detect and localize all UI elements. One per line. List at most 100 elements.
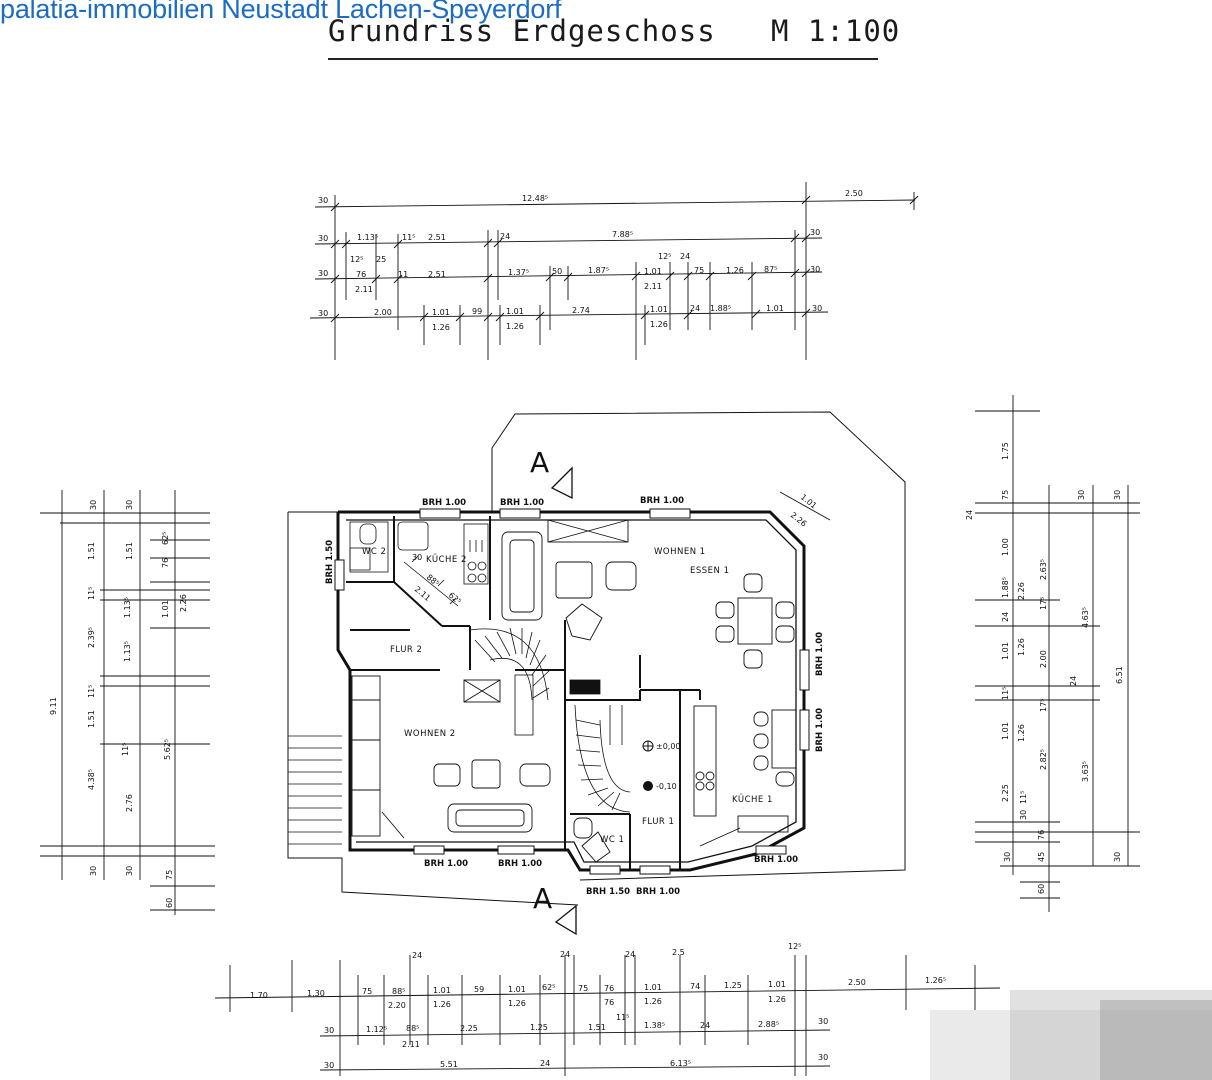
dim-label: 88⁵ — [392, 987, 405, 996]
dim-label: 25 — [376, 255, 386, 264]
dim-label: 59 — [474, 985, 484, 994]
dim-label: 1.00 — [1001, 538, 1010, 556]
brh-label: BRH 1.00 — [424, 859, 468, 869]
dim-label: 30 — [89, 866, 98, 876]
dim-label: 30 — [89, 500, 98, 510]
dim-label: 62⁵ — [447, 591, 463, 607]
section-label: A — [530, 446, 549, 479]
brh-label: BRH 1.00 — [754, 855, 798, 865]
watermark-text: palatia-immobilien Neustadt Lachen-Speye… — [0, 0, 562, 24]
dim-label: 3.63⁵ — [1081, 761, 1090, 782]
dim-label: 2.00 — [374, 308, 392, 317]
dim-label: 1.26 — [506, 322, 524, 331]
dim-label: 1.26⁵ — [925, 976, 946, 985]
dim-label: 11⁵ — [1001, 687, 1010, 700]
level-ground: ±0,00 — [656, 742, 681, 751]
dim-label: 1.01 — [432, 308, 450, 317]
top-dimension-labels: 30 12.48⁵ 2.50 30 1.13⁵ 11⁵ 2.51 24 7.88… — [318, 189, 863, 332]
dim-label: 30 — [324, 1026, 334, 1035]
dim-label: 1.01 — [768, 980, 786, 989]
dim-label: 24 — [625, 950, 635, 959]
brh-label: BRH 1.00 — [500, 498, 544, 508]
dim-label: 1.87⁵ — [588, 266, 609, 275]
dim-label: 1.01 — [433, 986, 451, 995]
dim-label: 1.88⁵ — [710, 304, 731, 313]
dim-label: 2.88⁵ — [758, 1020, 779, 1029]
dim-label: 30 — [412, 553, 422, 562]
dim-label: 45 — [1037, 852, 1046, 862]
kueche1-fixtures — [693, 705, 797, 847]
brh-label: BRH 1.00 — [422, 498, 466, 508]
dim-label: 2.11 — [644, 282, 662, 291]
dim-label: 2.51 — [428, 270, 446, 279]
dim-label: 1.75 — [1001, 442, 1010, 460]
dim-label: 1.26 — [508, 999, 526, 1008]
dim-label: 1.70 — [250, 991, 268, 1000]
dim-label: 24 — [540, 1059, 550, 1068]
dim-label: 1.12⁵ — [366, 1025, 387, 1034]
dim-label: 60 — [1037, 884, 1046, 894]
outer-walls-inner-line — [346, 519, 797, 863]
dim-label: 1.38⁵ — [644, 1021, 665, 1030]
dim-label: 30 — [318, 309, 328, 318]
staircase-upper — [469, 627, 551, 736]
dim-label: 2.20 — [388, 1001, 406, 1010]
dim-label: 2.50 — [848, 978, 866, 987]
room-label-wc1: WC 1 — [600, 835, 624, 845]
dim-label: 30 — [1019, 810, 1028, 820]
dim-label: 2.11 — [413, 585, 432, 603]
dim-label: 1.26 — [644, 997, 662, 1006]
dim-label: 1.25 — [530, 1023, 548, 1032]
dim-label: 87⁵ — [764, 265, 777, 274]
room-label-essen1: ESSEN 1 — [690, 566, 730, 576]
dim-label: 30 — [318, 234, 328, 243]
dim-label: 1.13⁵ — [123, 641, 132, 662]
brh-label: BRH 1.50 — [586, 887, 630, 897]
dim-label: 1.01 — [1001, 642, 1010, 660]
dim-label: 1.01 — [508, 985, 526, 994]
dim-label: 30 — [810, 265, 820, 274]
brh-labels: BRH 1.00 BRH 1.00 BRH 1.00 BRH 1.50 BRH … — [325, 496, 825, 897]
room-label-kueche2: KÜCHE 2 — [426, 554, 467, 565]
room-label-flur2: FLUR 2 — [390, 645, 422, 655]
dim-label: 30 — [318, 196, 328, 205]
scan-noise — [930, 990, 1212, 1080]
dim-label: 1.30 — [307, 989, 325, 998]
dim-label: 76 — [356, 270, 366, 279]
dim-label: 24 — [412, 951, 422, 960]
wc2-fixtures — [349, 521, 389, 573]
dim-label: 75 — [362, 987, 372, 996]
dim-label: 99 — [472, 307, 482, 316]
dim-label: 1.51 — [87, 542, 96, 560]
outer-walls — [336, 510, 806, 872]
dim-label: 2.26 — [789, 510, 809, 528]
dim-label: 12.48⁵ — [522, 194, 548, 203]
dim-label: 76 — [604, 984, 614, 993]
dim-label: 88⁵ — [406, 1024, 419, 1033]
dim-label: 2.11 — [402, 1040, 420, 1049]
dim-label: 30 — [818, 1053, 828, 1062]
room-label-wohnen1: WOHNEN 1 — [654, 547, 706, 557]
dim-label: 24 — [500, 232, 510, 241]
dim-label: 2.51 — [428, 233, 446, 242]
dim-label: 1.13⁵ — [123, 597, 132, 618]
brh-label: BRH 1.00 — [815, 632, 825, 676]
dim-label: 76 — [1037, 830, 1046, 840]
dim-label: 2.5 — [672, 948, 685, 957]
dim-label: 1.01 — [650, 305, 668, 314]
dim-label: 62⁵ — [161, 532, 170, 545]
dim-label: 2.74 — [572, 306, 590, 315]
dim-label: 11⁵ — [1019, 791, 1028, 804]
dim-label: 75 — [578, 984, 588, 993]
dim-label: 6.13⁵ — [670, 1059, 691, 1068]
dim-label: 2.11 — [355, 285, 373, 294]
windows — [334, 508, 810, 875]
dim-label: 1.01 — [1001, 722, 1010, 740]
dim-label: 2.50 — [845, 189, 863, 198]
dim-label: 75 — [165, 870, 174, 880]
dim-label: 12⁵ — [788, 942, 801, 951]
dim-label: 2.39⁵ — [87, 627, 96, 648]
wohnen2-furniture — [351, 675, 551, 839]
dim-label: 50 — [552, 267, 562, 276]
dim-label: 2.26 — [1017, 582, 1026, 600]
